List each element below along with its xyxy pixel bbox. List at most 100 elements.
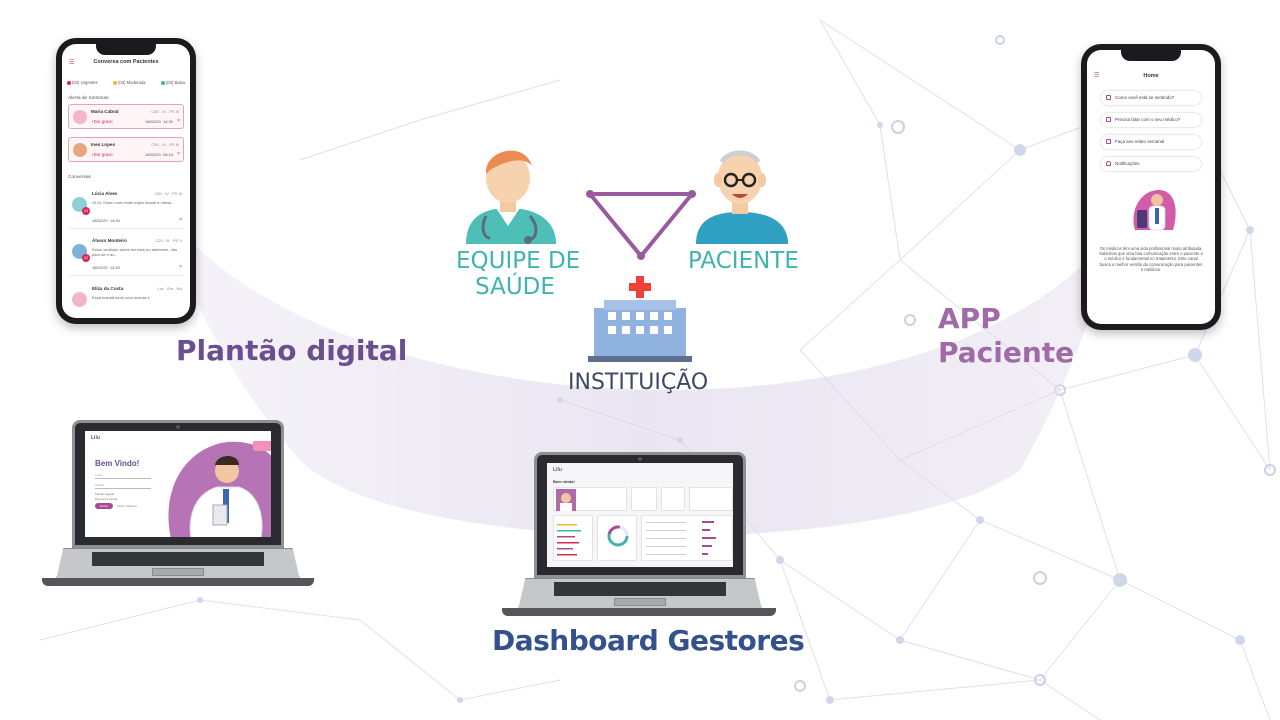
institution-label: INSTITUIÇÃO	[568, 370, 709, 395]
patient-icon	[696, 150, 788, 244]
laptop-rim	[502, 608, 776, 616]
login-field[interactable]: Login	[95, 473, 151, 479]
low-dot-icon	[160, 80, 165, 85]
institution-building-icon	[588, 300, 692, 362]
table-card	[641, 515, 733, 561]
unread-badge: 14	[82, 207, 90, 215]
alert-datetime: 18/02/20 14:30	[145, 119, 173, 124]
message-preview: Essa manhã senti uma tontura e	[92, 295, 150, 300]
patient-label: PACIENTE	[688, 248, 799, 274]
legend-low[interactable]: (03) Baixa	[160, 80, 185, 85]
triangle-shape	[588, 192, 694, 258]
chat-icon	[1106, 117, 1111, 122]
keyboard	[554, 582, 726, 596]
signup-link[interactable]: Fazer cadastro	[117, 504, 138, 508]
phone-app-paciente: ☰ Home Como você está se sentindo? Preci…	[1081, 44, 1221, 330]
alert-card[interactable]: Ines Lopes C50 . IV . PS III +Dor grave …	[68, 137, 184, 162]
alerts-section-title: Alerta de Sintomas	[68, 96, 109, 101]
remember-checkbox[interactable]: Manter logado	[95, 492, 115, 496]
menu-item-talk-doctor[interactable]: Precisa falar com o seu médico?	[1101, 113, 1201, 127]
screen-title: Home	[1143, 73, 1159, 79]
metric-card	[661, 487, 685, 511]
connection-arc	[158, 200, 1125, 537]
dashboard-title: Bem vindo!	[553, 479, 575, 484]
message-preview: Estou sentindo dores terríveis no abdóme…	[92, 247, 178, 257]
login-button[interactable]: Entrar	[95, 503, 113, 509]
menu-icon[interactable]: ☰	[1094, 73, 1100, 79]
bell-icon	[1106, 161, 1111, 166]
patient-name: Eliza da Costa	[92, 286, 124, 291]
touchpad	[152, 568, 204, 576]
forgot-password-link[interactable]: Esqueci a senha	[95, 497, 118, 501]
priority-legend: (02) Urgentes (03) Moderada (03) Baixa	[67, 80, 185, 85]
logo: Lilu	[553, 467, 562, 473]
menu-item-weekly-report[interactable]: Faça seu relato semanal	[1101, 135, 1201, 149]
conversation-item[interactable]: 14 Lúcia Alves C50 . IV . PS III Oi Dr. …	[68, 189, 184, 229]
close-icon[interactable]: ×	[179, 264, 182, 270]
severity-label: +Dor grave	[91, 152, 113, 157]
patient-name: Lúcia Alves	[92, 191, 118, 196]
metric-card	[631, 487, 657, 511]
conversation-item[interactable]: Eliza da Costa Loc . Ext . NA Essa manhã…	[68, 284, 184, 318]
donut-chart	[607, 525, 629, 547]
donut-chart-card	[597, 515, 637, 561]
close-icon[interactable]: ×	[179, 217, 182, 223]
urgent-dot-icon	[67, 80, 71, 85]
legend-urgent[interactable]: (02) Urgentes	[67, 80, 98, 85]
data-table	[646, 521, 716, 555]
metric-card	[689, 487, 733, 511]
phone-plantao-digital: ☰ Conversa com Pacientes (02) Urgentes (…	[56, 38, 196, 324]
severity-label: +Dor grave	[91, 119, 113, 124]
password-field[interactable]: Senha	[95, 483, 151, 489]
phone-notch	[96, 44, 156, 55]
patient-code: C50 . IV . PS III	[151, 109, 179, 114]
welcome-title: Bem Vindo!	[95, 459, 140, 468]
doctor-illustration	[168, 441, 271, 537]
menu-icon[interactable]: ☰	[69, 60, 75, 66]
bar-list	[557, 524, 581, 556]
triangle-node	[688, 190, 696, 198]
keyboard	[92, 552, 264, 566]
camera-icon	[638, 457, 642, 461]
logo: Lilu	[91, 435, 100, 441]
moderate-dot-icon	[113, 80, 118, 85]
legend-moderate[interactable]: (03) Moderada	[113, 80, 145, 85]
screen-title: Conversa com Pacientes	[93, 59, 159, 65]
medical-cross-icon	[629, 276, 651, 298]
avatar	[73, 110, 87, 124]
patient-name: Maria Cabral	[91, 109, 119, 114]
message-datetime: 18/02/20 14:30	[92, 265, 120, 270]
close-icon[interactable]: ×	[177, 151, 180, 157]
plantao-digital-label: Plantão digital	[176, 334, 408, 367]
laptop-dashboard: Lilu Bem vindo!	[502, 452, 776, 618]
alert-card[interactable]: Maria Cabral C50 . IV . PS III +Dor grav…	[68, 104, 184, 129]
unread-badge: 02	[82, 254, 90, 262]
menu-item-feeling[interactable]: Como você está se sentindo?	[1101, 91, 1201, 105]
laptop-lid: Lilu Bem Vindo! Login Senha Manter logad…	[72, 420, 284, 548]
patient-name: Ines Lopes	[91, 142, 115, 147]
health-team-icon	[466, 150, 556, 244]
home-description: Os médicos têm uma vida profissional mui…	[1099, 246, 1203, 272]
touchpad	[614, 598, 666, 606]
patient-code: C50 . IV . PS III	[151, 142, 179, 147]
conversations-section-title: Conversas	[68, 175, 91, 180]
document-icon	[1106, 139, 1111, 144]
conversation-item[interactable]: 02 Álvaro Monteiro C20 . III . PS V Esto…	[68, 236, 184, 276]
welcome-card	[553, 487, 627, 511]
camera-icon	[176, 425, 180, 429]
patient-code: C50 . IV . PS III	[154, 191, 182, 196]
people-icon	[1106, 95, 1111, 100]
laptop-display: Lilu Bem Vindo! Login Senha Manter logad…	[85, 431, 271, 537]
patient-code: Loc . Ext . NA	[157, 286, 182, 291]
phone-screen: ☰ Conversa com Pacientes (02) Urgentes (…	[62, 44, 190, 318]
phone-screen: ☰ Home Como você está se sentindo? Preci…	[1087, 50, 1215, 324]
message-preview: Oi Dr. Estou com muito enjôo desde a ult…	[92, 200, 175, 205]
alert-datetime: 18/02/20 08:24	[145, 152, 173, 157]
menu-item-notifications[interactable]: Notificações	[1101, 157, 1201, 171]
triangle-node	[637, 252, 645, 260]
avatar	[72, 292, 87, 307]
laptop-lid: Lilu Bem vindo!	[534, 452, 746, 578]
close-icon[interactable]: ×	[177, 118, 180, 124]
